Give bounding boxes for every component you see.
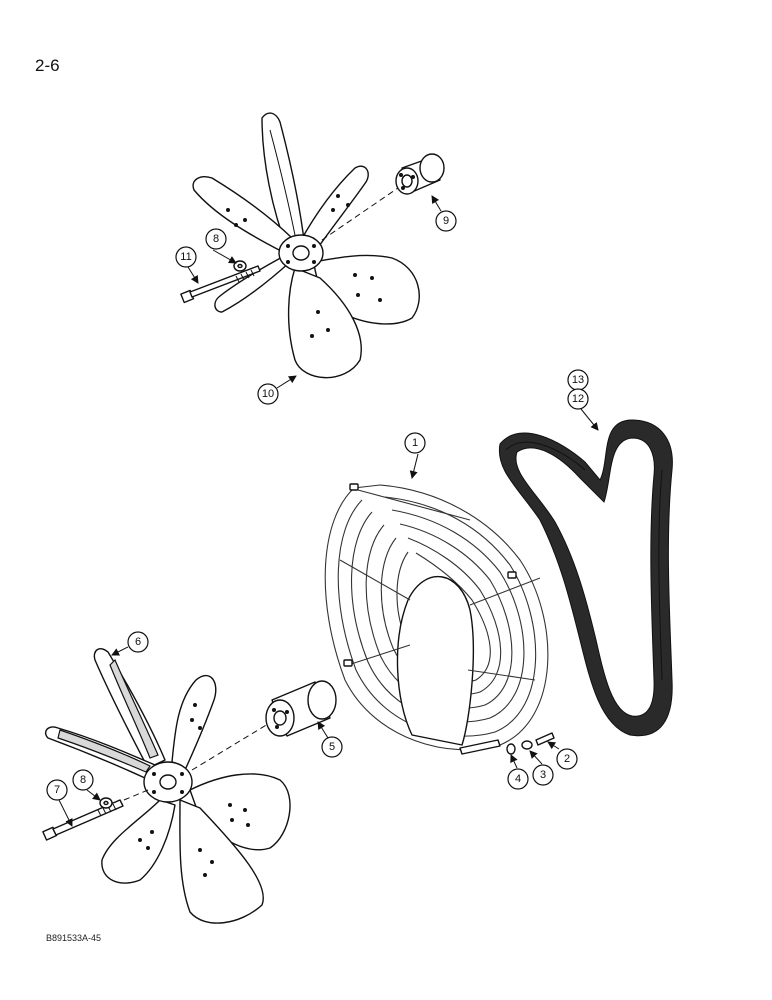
guard-nut [506,743,516,755]
spacer-lower [265,680,337,737]
callout-12: 12 [567,388,589,410]
page-number: 2-6 [35,56,60,75]
callout-4: 4 [507,768,529,790]
washer-upper [233,260,247,272]
svg-text:5: 5 [329,741,335,753]
washer-lower [99,797,113,809]
figure-code: B891533A-45 [46,933,102,943]
svg-text:12: 12 [572,393,584,405]
callout-6: 6 [127,631,149,653]
svg-text:8: 8 [80,774,86,786]
callout-5: 5 [321,736,343,758]
svg-text:7: 7 [54,784,60,796]
svg-text:13: 13 [572,374,584,386]
callout-9: 9 [435,210,457,232]
bolt-upper [180,265,261,304]
spacer-upper [395,153,445,195]
svg-text:9: 9 [443,215,449,227]
svg-text:4: 4 [515,773,521,785]
guard-washer [521,740,533,750]
callout-1: 1 [404,432,426,454]
svg-text:8: 8 [213,233,219,245]
svg-text:3: 3 [540,769,546,781]
svg-text:11: 11 [180,251,191,263]
drive-belt [498,419,673,737]
svg-text:6: 6 [135,636,141,648]
svg-text:10: 10 [262,388,274,400]
guard-bolt [535,732,555,746]
callout-13: 13 [567,369,589,391]
fan-lower [44,648,291,924]
callout-10: 10 [257,383,279,405]
callout-2: 2 [556,748,578,770]
callout-7: 7 [46,779,68,801]
callout-11: 11 [175,246,197,268]
callout-8-lower: 8 [72,769,94,791]
fan-guard [324,483,549,755]
fan-upper [192,112,420,379]
svg-text:1: 1 [412,437,418,449]
callout-3: 3 [532,764,554,786]
callout-8-upper: 8 [205,228,227,250]
svg-text:2: 2 [564,753,570,765]
